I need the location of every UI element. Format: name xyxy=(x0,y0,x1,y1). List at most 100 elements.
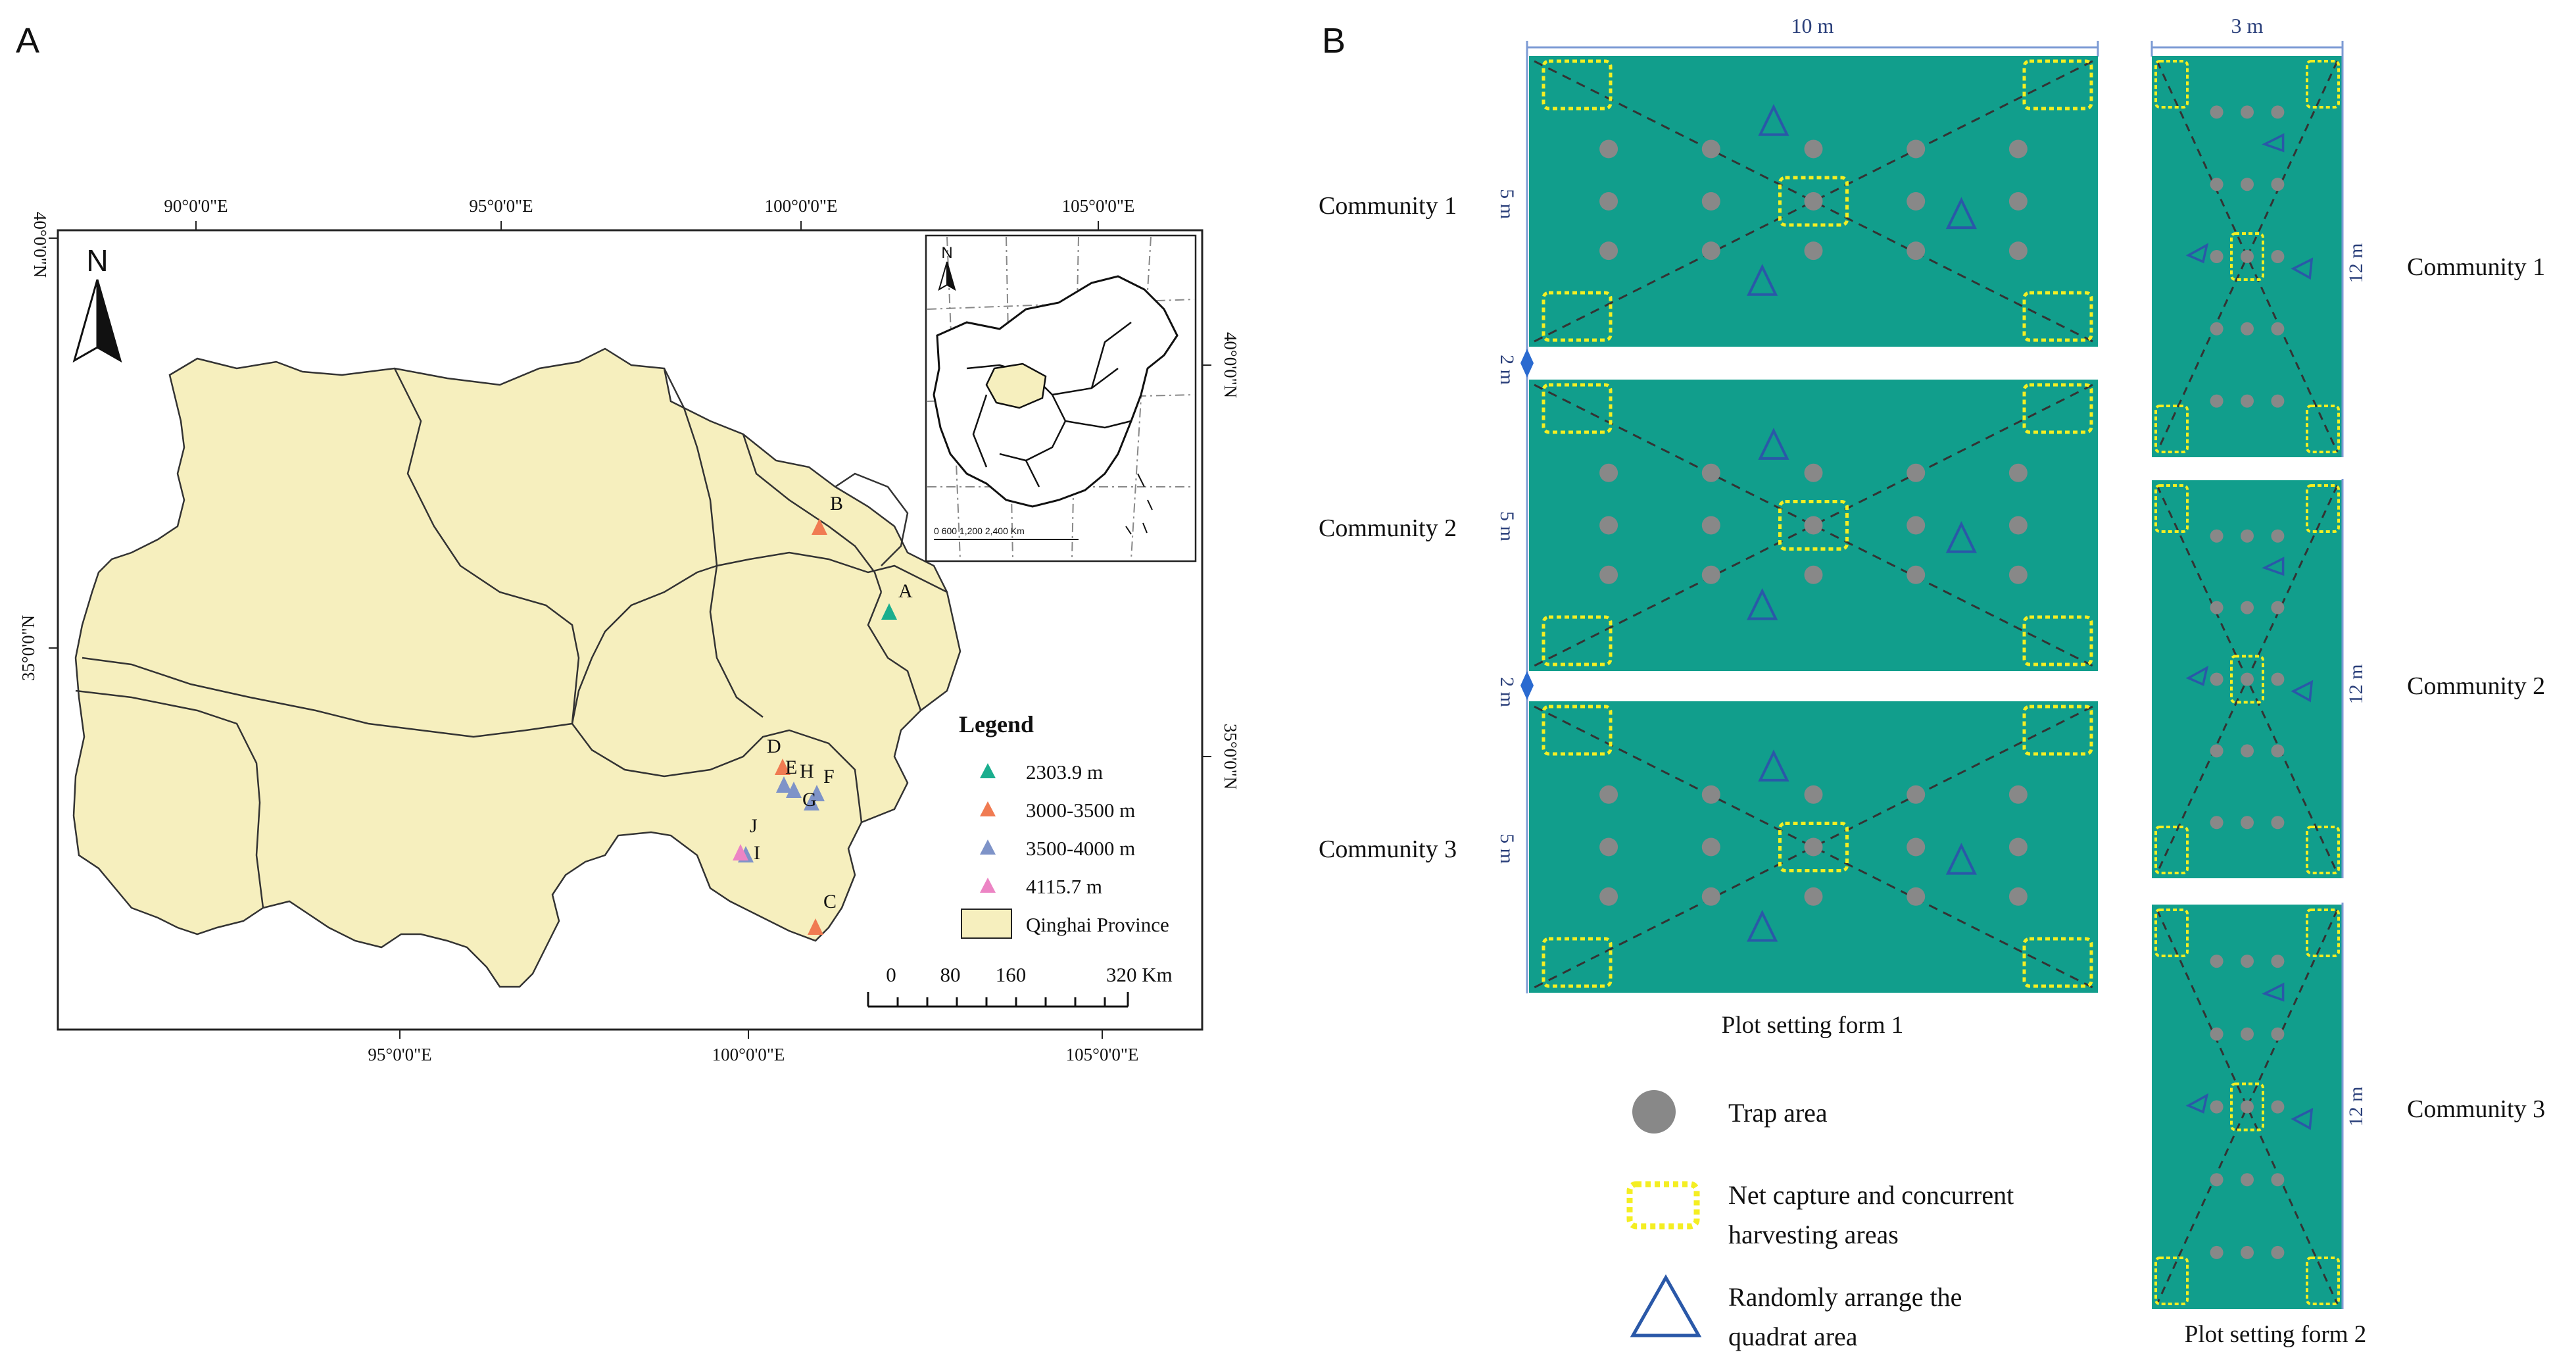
trap-dot xyxy=(2271,601,2285,614)
quadrat-triangle xyxy=(1758,428,1789,460)
trap-dot xyxy=(2271,394,2285,408)
trap-dot xyxy=(2271,105,2285,119)
trap-dot xyxy=(1599,565,1618,584)
form1-height-dimension: 5 m 5 m 5 m 2 m 2 m xyxy=(1496,56,1534,993)
trap-dot xyxy=(2241,178,2254,191)
form1-community-label: Community 2 xyxy=(1319,514,1457,542)
net-capture-box xyxy=(2022,615,2093,666)
trap-dot xyxy=(1804,837,1823,857)
quadrat-triangle xyxy=(2291,257,2314,280)
scale-tick-label: 160 xyxy=(996,963,1027,986)
net-capture-box xyxy=(1778,822,1849,872)
site-label-i: I xyxy=(754,842,760,864)
site-marker-d[interactable] xyxy=(775,759,790,775)
trap-dot xyxy=(2008,837,2028,857)
quadrat-triangle xyxy=(2185,243,2209,264)
scale-tick-label: 0 xyxy=(886,963,896,986)
scale-bar: 0 80 160 320 Km xyxy=(867,963,1173,1008)
legend-marker xyxy=(980,763,996,778)
quadrat-triangle xyxy=(2262,557,2285,576)
trap-dot xyxy=(1907,516,1926,535)
trap-dot xyxy=(1599,837,1618,857)
top-lon-tick: 100°0'0"E xyxy=(765,196,838,216)
trap-dot xyxy=(1701,837,1720,857)
site-marker-h[interactable] xyxy=(786,782,802,798)
plot-rect xyxy=(1529,701,2098,993)
site-marker-j[interactable] xyxy=(733,844,748,860)
trap-dot xyxy=(2271,178,2285,191)
form1-caption: Plot setting form 1 xyxy=(1722,1012,1903,1039)
quadrat-label-line2: quadrat area xyxy=(1728,1322,1858,1351)
trap-dot xyxy=(2210,744,2224,758)
trap-area-label: Trap area xyxy=(1728,1098,1828,1128)
trap-dot xyxy=(1804,241,1823,261)
net-capture-box xyxy=(2154,826,2189,874)
net-capture-box xyxy=(1542,705,1613,756)
net-capture-box xyxy=(2306,909,2340,957)
trap-dot xyxy=(1701,565,1720,584)
form2-width-label: 3 m xyxy=(2231,14,2264,37)
trap-dot xyxy=(2241,955,2254,968)
panel-a-label: A xyxy=(16,21,39,61)
legend-marker xyxy=(980,801,996,816)
map-panel: 90°0'0"E 95°0'0"E 100°0'0"E 105°0'0"E 95… xyxy=(18,196,1240,1064)
net-capture-box xyxy=(2154,405,2189,453)
trap-dot xyxy=(2271,744,2285,758)
legend-label: 3500-4000 m xyxy=(1026,837,1135,860)
right-lat-ticks: 40°0'0"N 35°0'0"N xyxy=(1202,332,1240,789)
trap-dot xyxy=(2210,1245,2224,1259)
trap-dot xyxy=(1701,241,1720,261)
net-capture-box xyxy=(2022,937,2093,988)
trap-dot xyxy=(1907,463,1926,482)
site-marker-c[interactable] xyxy=(808,918,823,935)
trap-dot xyxy=(2271,1027,2285,1041)
form2-height-label: 12 m xyxy=(2345,664,2367,705)
diagonal-line xyxy=(2156,909,2339,1305)
gap-marker-icon xyxy=(1520,349,1534,378)
trap-dot xyxy=(2271,1245,2285,1259)
quadrat-label-line1: Randomly arrange the xyxy=(1728,1282,1962,1312)
form1-height-label: 5 m xyxy=(1496,834,1518,864)
site-marker-a[interactable] xyxy=(881,603,897,620)
form2-caption: Plot setting form 2 xyxy=(2185,1321,2366,1348)
inset-map: N 0 600 1,200 2,400 Km xyxy=(925,234,1197,562)
site-marker-b[interactable] xyxy=(812,518,827,535)
quadrat-triangle xyxy=(1945,197,1977,230)
net-capture-box xyxy=(2306,60,2340,109)
trap-dot xyxy=(2241,394,2254,408)
trap-dot xyxy=(1599,516,1618,535)
net-capture-box xyxy=(2022,705,2093,756)
trap-dot xyxy=(2008,241,2028,261)
plot-rect xyxy=(2152,56,2343,457)
form1-height-label: 5 m xyxy=(1496,511,1518,541)
trap-dot xyxy=(2271,672,2285,686)
site-marker-e[interactable] xyxy=(776,776,792,793)
legend-marker xyxy=(980,878,996,893)
gap-marker-icon xyxy=(1520,671,1534,700)
quadrat-triangle xyxy=(2262,133,2285,153)
net-capture-box xyxy=(2022,291,2093,342)
trap-dot xyxy=(1599,785,1618,804)
site-marker-g[interactable] xyxy=(804,794,819,810)
trap-dot xyxy=(2241,1100,2254,1114)
trap-dot xyxy=(2241,105,2254,119)
net-capture-box xyxy=(2154,909,2189,957)
trap-dot xyxy=(1907,565,1926,584)
trap-dot xyxy=(2271,955,2285,968)
net-capture-label-line1: Net capture and concurrent xyxy=(1728,1180,2014,1210)
net-capture-box xyxy=(2230,232,2264,281)
trap-dot xyxy=(2210,601,2224,614)
inset-scale-label: 0 600 1,200 2,400 Km xyxy=(934,526,1025,536)
trap-dot xyxy=(2241,1245,2254,1259)
trap-dot xyxy=(2271,529,2285,543)
trap-dot xyxy=(1599,192,1618,211)
left-lat-tick: 40°0'0"N xyxy=(30,212,50,278)
trap-dot xyxy=(1804,565,1823,584)
net-capture-box xyxy=(1542,383,1613,434)
trap-dot xyxy=(2241,1173,2254,1187)
legend-swatch xyxy=(961,909,1012,939)
net-capture-box xyxy=(1778,500,1849,551)
trap-dot xyxy=(1701,139,1720,159)
quadrat-triangle xyxy=(1758,104,1789,136)
